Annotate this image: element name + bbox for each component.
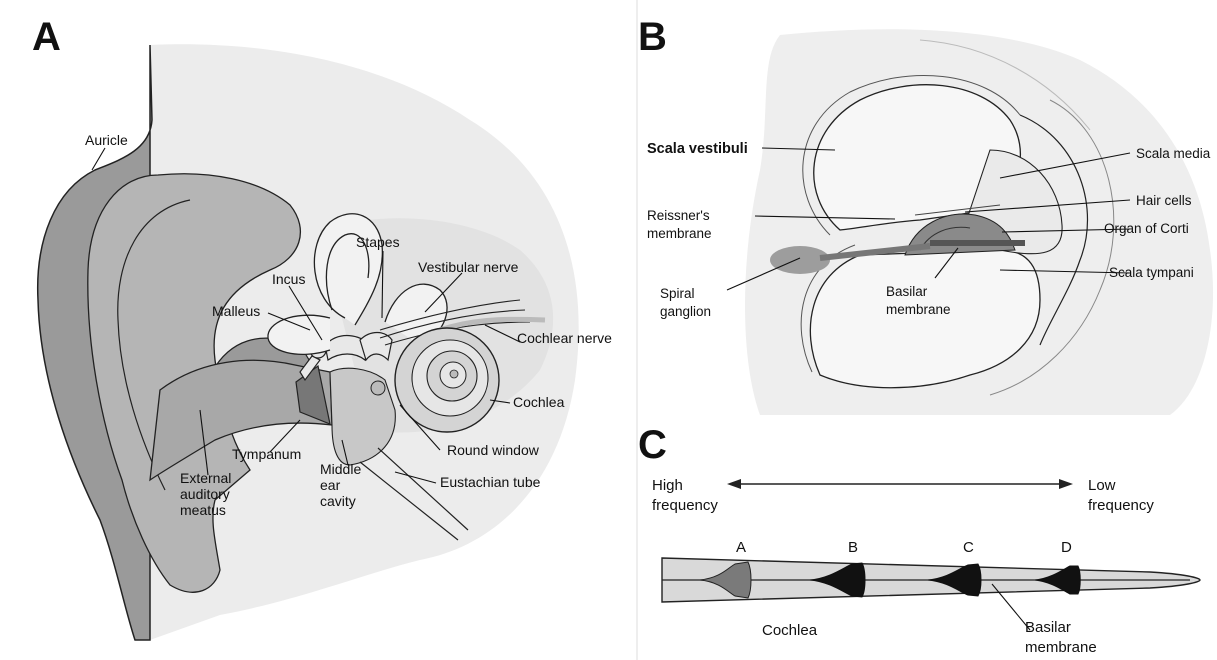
label-high-frequency: High frequency	[652, 477, 718, 514]
label-incus: Incus	[272, 271, 305, 287]
label-scala-tympani: Scala tympani	[1109, 265, 1194, 280]
panel-c: C High frequency Low frequency A B C	[638, 423, 1200, 656]
label-basilar-membrane-c: Basilar membrane	[1025, 619, 1097, 656]
label-eustachian-tube: Eustachian tube	[440, 474, 541, 490]
frequency-arrow	[727, 479, 1073, 489]
label-round-window: Round window	[447, 442, 540, 458]
panel-a-letter: A	[32, 15, 61, 59]
label-spiral-ganglion: Spiral ganglion	[660, 286, 711, 319]
position-label-a: A	[736, 539, 746, 556]
label-stapes: Stapes	[356, 234, 400, 250]
panel-c-letter: C	[638, 423, 667, 467]
position-label-d: D	[1061, 539, 1072, 556]
panel-b: B	[638, 15, 1213, 415]
label-reissners-membrane: Reissner's membrane	[647, 208, 713, 241]
position-label-c: C	[963, 539, 974, 556]
panel-a: A	[32, 15, 612, 640]
label-cochlear-nerve: Cochlear nerve	[517, 330, 612, 346]
label-malleus: Malleus	[212, 303, 260, 319]
label-cochlea-a: Cochlea	[513, 394, 565, 410]
panel-b-letter: B	[638, 15, 667, 59]
label-tympanum: Tympanum	[232, 446, 301, 462]
label-auricle: Auricle	[85, 132, 128, 148]
label-low-frequency: Low frequency	[1088, 477, 1154, 514]
label-organ-of-corti: Organ of Corti	[1104, 221, 1189, 236]
label-scala-media: Scala media	[1136, 146, 1211, 161]
label-hair-cells: Hair cells	[1136, 193, 1192, 208]
label-cochlea-c: Cochlea	[762, 622, 818, 639]
label-scala-vestibuli: Scala vestibuli	[647, 141, 748, 157]
label-vestibular-nerve: Vestibular nerve	[418, 259, 519, 275]
position-label-b: B	[848, 539, 858, 556]
